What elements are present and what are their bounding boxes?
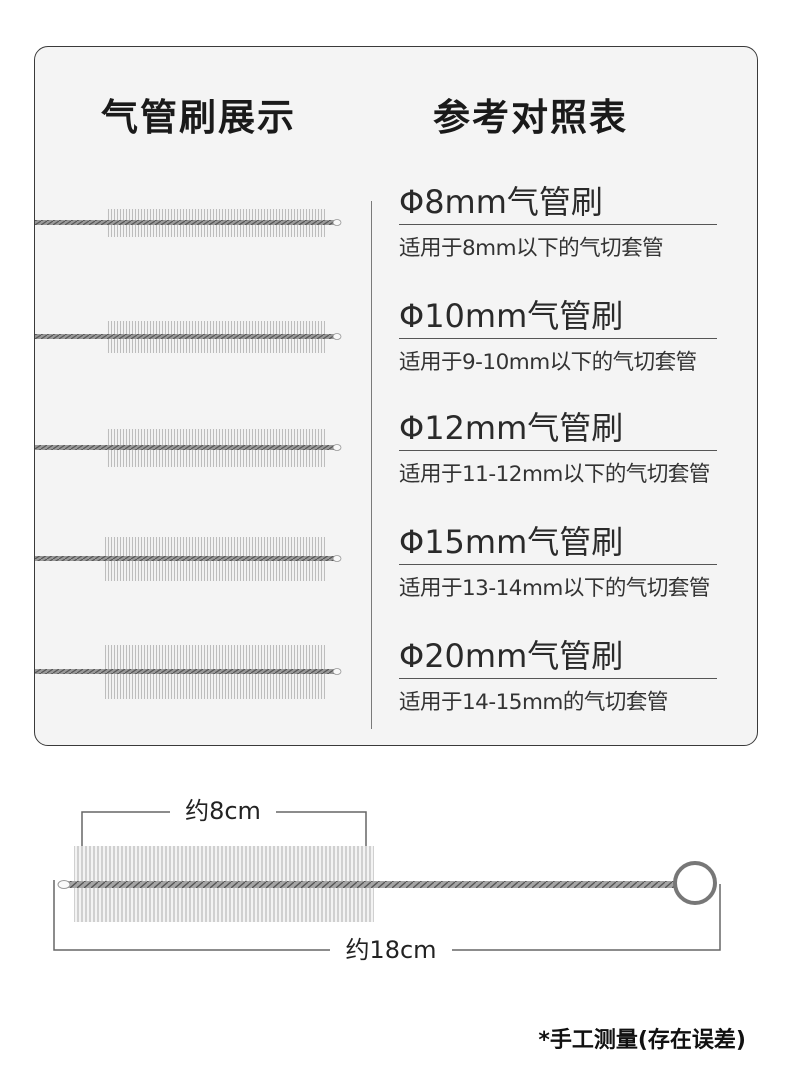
spec-20mm: Φ20mm气管刷 适用于14-15mm的气切套管 — [399, 637, 729, 716]
brush-image-15mm — [35, 537, 342, 581]
spec-underline — [399, 678, 717, 679]
spec-underline — [399, 450, 717, 451]
column-divider — [371, 201, 372, 729]
brush-image-10mm — [35, 321, 342, 353]
comparison-panel: 气管刷展示 参考对照表 Φ8m — [34, 46, 758, 746]
loop-handle — [673, 861, 717, 905]
brush-display-title: 气管刷展示 — [101, 96, 296, 139]
spec-15mm: Φ15mm气管刷 适用于13-14mm以下的气切套管 — [399, 523, 729, 602]
measurement-diagram: 约8cm 约18cm — [53, 797, 721, 964]
bristle-length-label: 约8cm — [185, 797, 261, 825]
spec-10mm: Φ10mm气管刷 适用于9-10mm以下的气切套管 — [399, 297, 729, 376]
spec-8mm: Φ8mm气管刷 适用于8mm以下的气切套管 — [399, 183, 729, 262]
spec-description: 适用于13-14mm以下的气切套管 — [399, 576, 710, 601]
spec-name: Φ15mm气管刷 — [399, 523, 624, 561]
spec-underline — [399, 224, 717, 225]
brush-image-20mm — [35, 645, 342, 699]
spec-description: 适用于11-12mm以下的气切套管 — [399, 462, 710, 487]
reference-table-title: 参考对照表 — [433, 96, 628, 139]
spec-name: Φ20mm气管刷 — [399, 637, 624, 675]
spec-name: Φ8mm气管刷 — [399, 183, 603, 221]
measurement-disclaimer: *手工测量(存在误差) — [538, 1028, 746, 1053]
total-length-label: 约18cm — [345, 936, 436, 964]
spec-underline — [399, 338, 717, 339]
spec-name: Φ10mm气管刷 — [399, 297, 624, 335]
spec-description: 适用于14-15mm的气切套管 — [399, 690, 668, 715]
spec-description: 适用于9-10mm以下的气切套管 — [399, 350, 697, 375]
twisted-wire — [62, 881, 674, 888]
spec-12mm: Φ12mm气管刷 适用于11-12mm以下的气切套管 — [399, 409, 729, 488]
spec-underline — [399, 564, 717, 565]
brush-image-8mm — [35, 209, 342, 237]
spec-name: Φ12mm气管刷 — [399, 409, 624, 447]
brush-image-12mm — [35, 429, 342, 467]
spec-description: 适用于8mm以下的气切套管 — [399, 236, 664, 261]
